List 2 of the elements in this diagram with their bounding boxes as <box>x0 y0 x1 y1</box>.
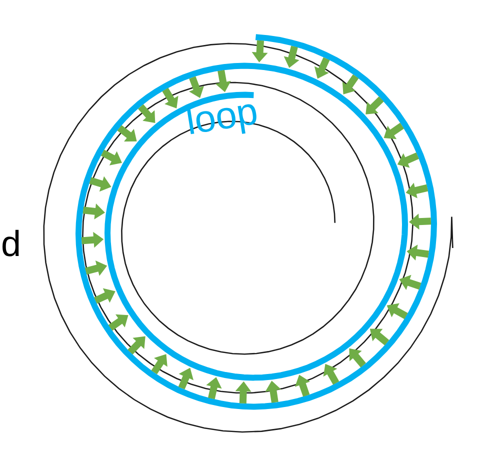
loop-label: loop <box>183 92 260 142</box>
loop-label: d <box>1 226 22 262</box>
